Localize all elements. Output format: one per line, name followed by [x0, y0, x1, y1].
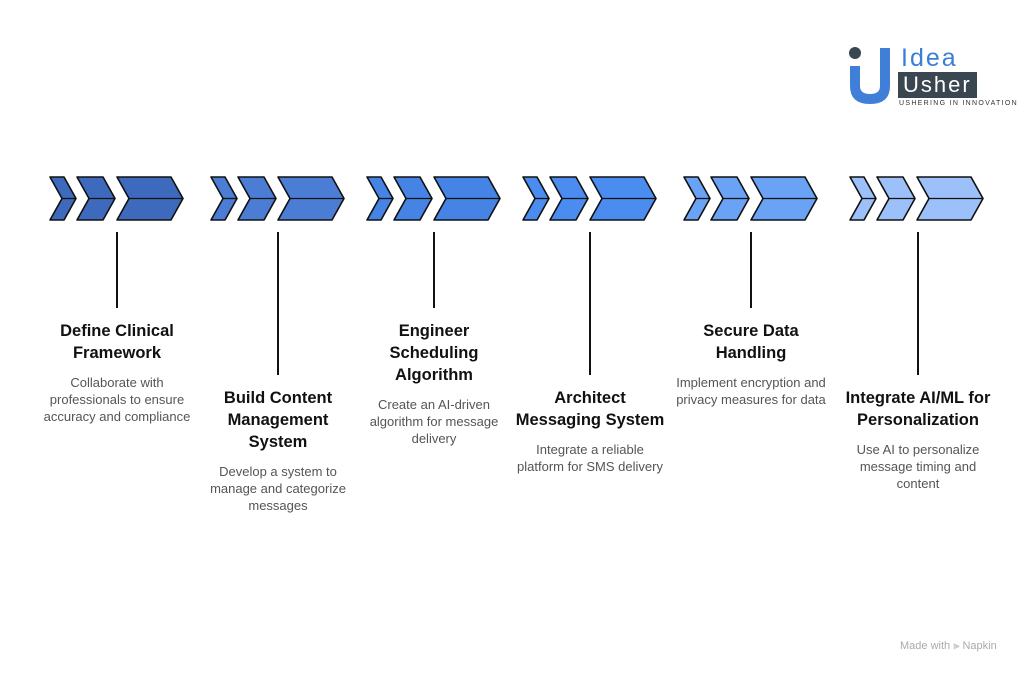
step-description: Use AI to personalize message timing and…	[856, 442, 980, 491]
logo-usher: Usher	[898, 72, 977, 98]
made-with-label: Made with	[900, 640, 951, 652]
step-description: Implement encryption and privacy measure…	[676, 375, 826, 407]
step-title: Integrate AI/ML for Personalization	[845, 389, 991, 429]
napkin-brand: Napkin	[962, 640, 997, 652]
step-title: Define Clinical Framework	[60, 322, 174, 362]
step-description: Develop a system to manage and categoriz…	[210, 464, 346, 513]
chevron-group-4	[522, 176, 657, 221]
napkin-icon: ⫸	[953, 640, 960, 652]
step-description: Integrate a reliable platform for SMS de…	[517, 442, 663, 474]
idea-usher-logo: Idea Usher USHERING IN INNOVATION	[846, 44, 1018, 110]
step-description: Collaborate with professionals to ensure…	[43, 375, 191, 424]
chevron-group-5	[683, 176, 818, 221]
chevron-group-1	[49, 176, 184, 221]
step-title: Engineer Scheduling Algorithm	[389, 322, 479, 384]
step-title: Secure Data Handling	[703, 322, 799, 362]
chevron-group-2	[210, 176, 345, 221]
chevron-group-3	[366, 176, 501, 221]
step-title: Architect Messaging System	[515, 389, 665, 429]
logo-idea: Idea	[901, 44, 958, 72]
chevron-group-6	[849, 176, 984, 221]
napkin-footer: Made with ⫸ Napkin	[900, 640, 997, 653]
logo-tagline: USHERING IN INNOVATION	[899, 100, 1018, 107]
logo-u-icon	[849, 47, 890, 104]
step-description: Create an AI-driven algorithm for messag…	[369, 397, 499, 446]
step-title: Build Content Management System	[223, 389, 333, 451]
